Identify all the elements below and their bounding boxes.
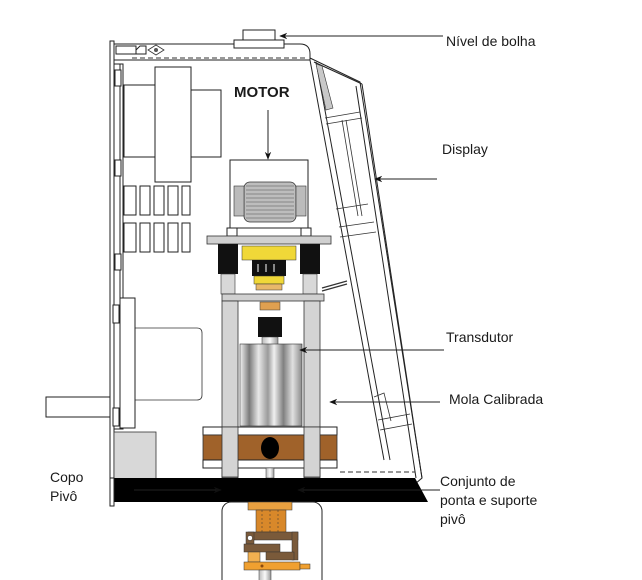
transducer [239,343,303,427]
heatsink-lower [123,222,191,253]
label-copo: Copo [50,469,84,485]
callouts [134,32,444,494]
mount-plate-top [206,235,332,245]
left-inner-wall [113,63,121,430]
pivot-cup [221,501,323,580]
label-conjunto-3: pivô [440,511,466,527]
grey-block [113,431,157,485]
calibrated-spring [202,426,338,479]
hinge [114,159,122,177]
housing [45,29,311,506]
hinge [114,69,122,87]
label-transdutor: Transdutor [446,329,514,345]
label-conjunto-2: ponta e suporte [440,492,538,508]
transformer [154,66,192,183]
spindle [258,569,272,580]
pivot-tip-assembly [243,531,311,580]
motor-mount [206,227,332,302]
labels: MOTOR Nível de bolha Display Transdutor … [50,33,543,527]
base-plate [114,478,428,502]
mount-plate-bottom [221,293,325,302]
hinge [112,304,120,324]
side-knob [45,396,111,418]
label-mola-calibrada: Mola Calibrada [449,391,543,407]
hinge [112,407,120,427]
spring-hole [261,437,279,459]
motor [229,159,309,229]
heatsink-upper [123,185,191,216]
label-conjunto-1: Conjunto de [440,473,516,489]
latch [115,45,137,55]
display-panel [309,57,423,485]
label-motor: MOTOR [234,84,290,101]
left-wall [109,40,115,506]
circuit-board [120,327,203,401]
label-display: Display [442,141,488,157]
label-pivo: Pivô [50,488,77,504]
hinge [114,253,122,271]
display-grey-strip [315,63,334,111]
gear-yellow [241,245,297,261]
transducer-cylinder [239,343,303,427]
eye-icon [147,44,165,56]
label-nivel-de-bolha: Nível de bolha [446,33,536,49]
